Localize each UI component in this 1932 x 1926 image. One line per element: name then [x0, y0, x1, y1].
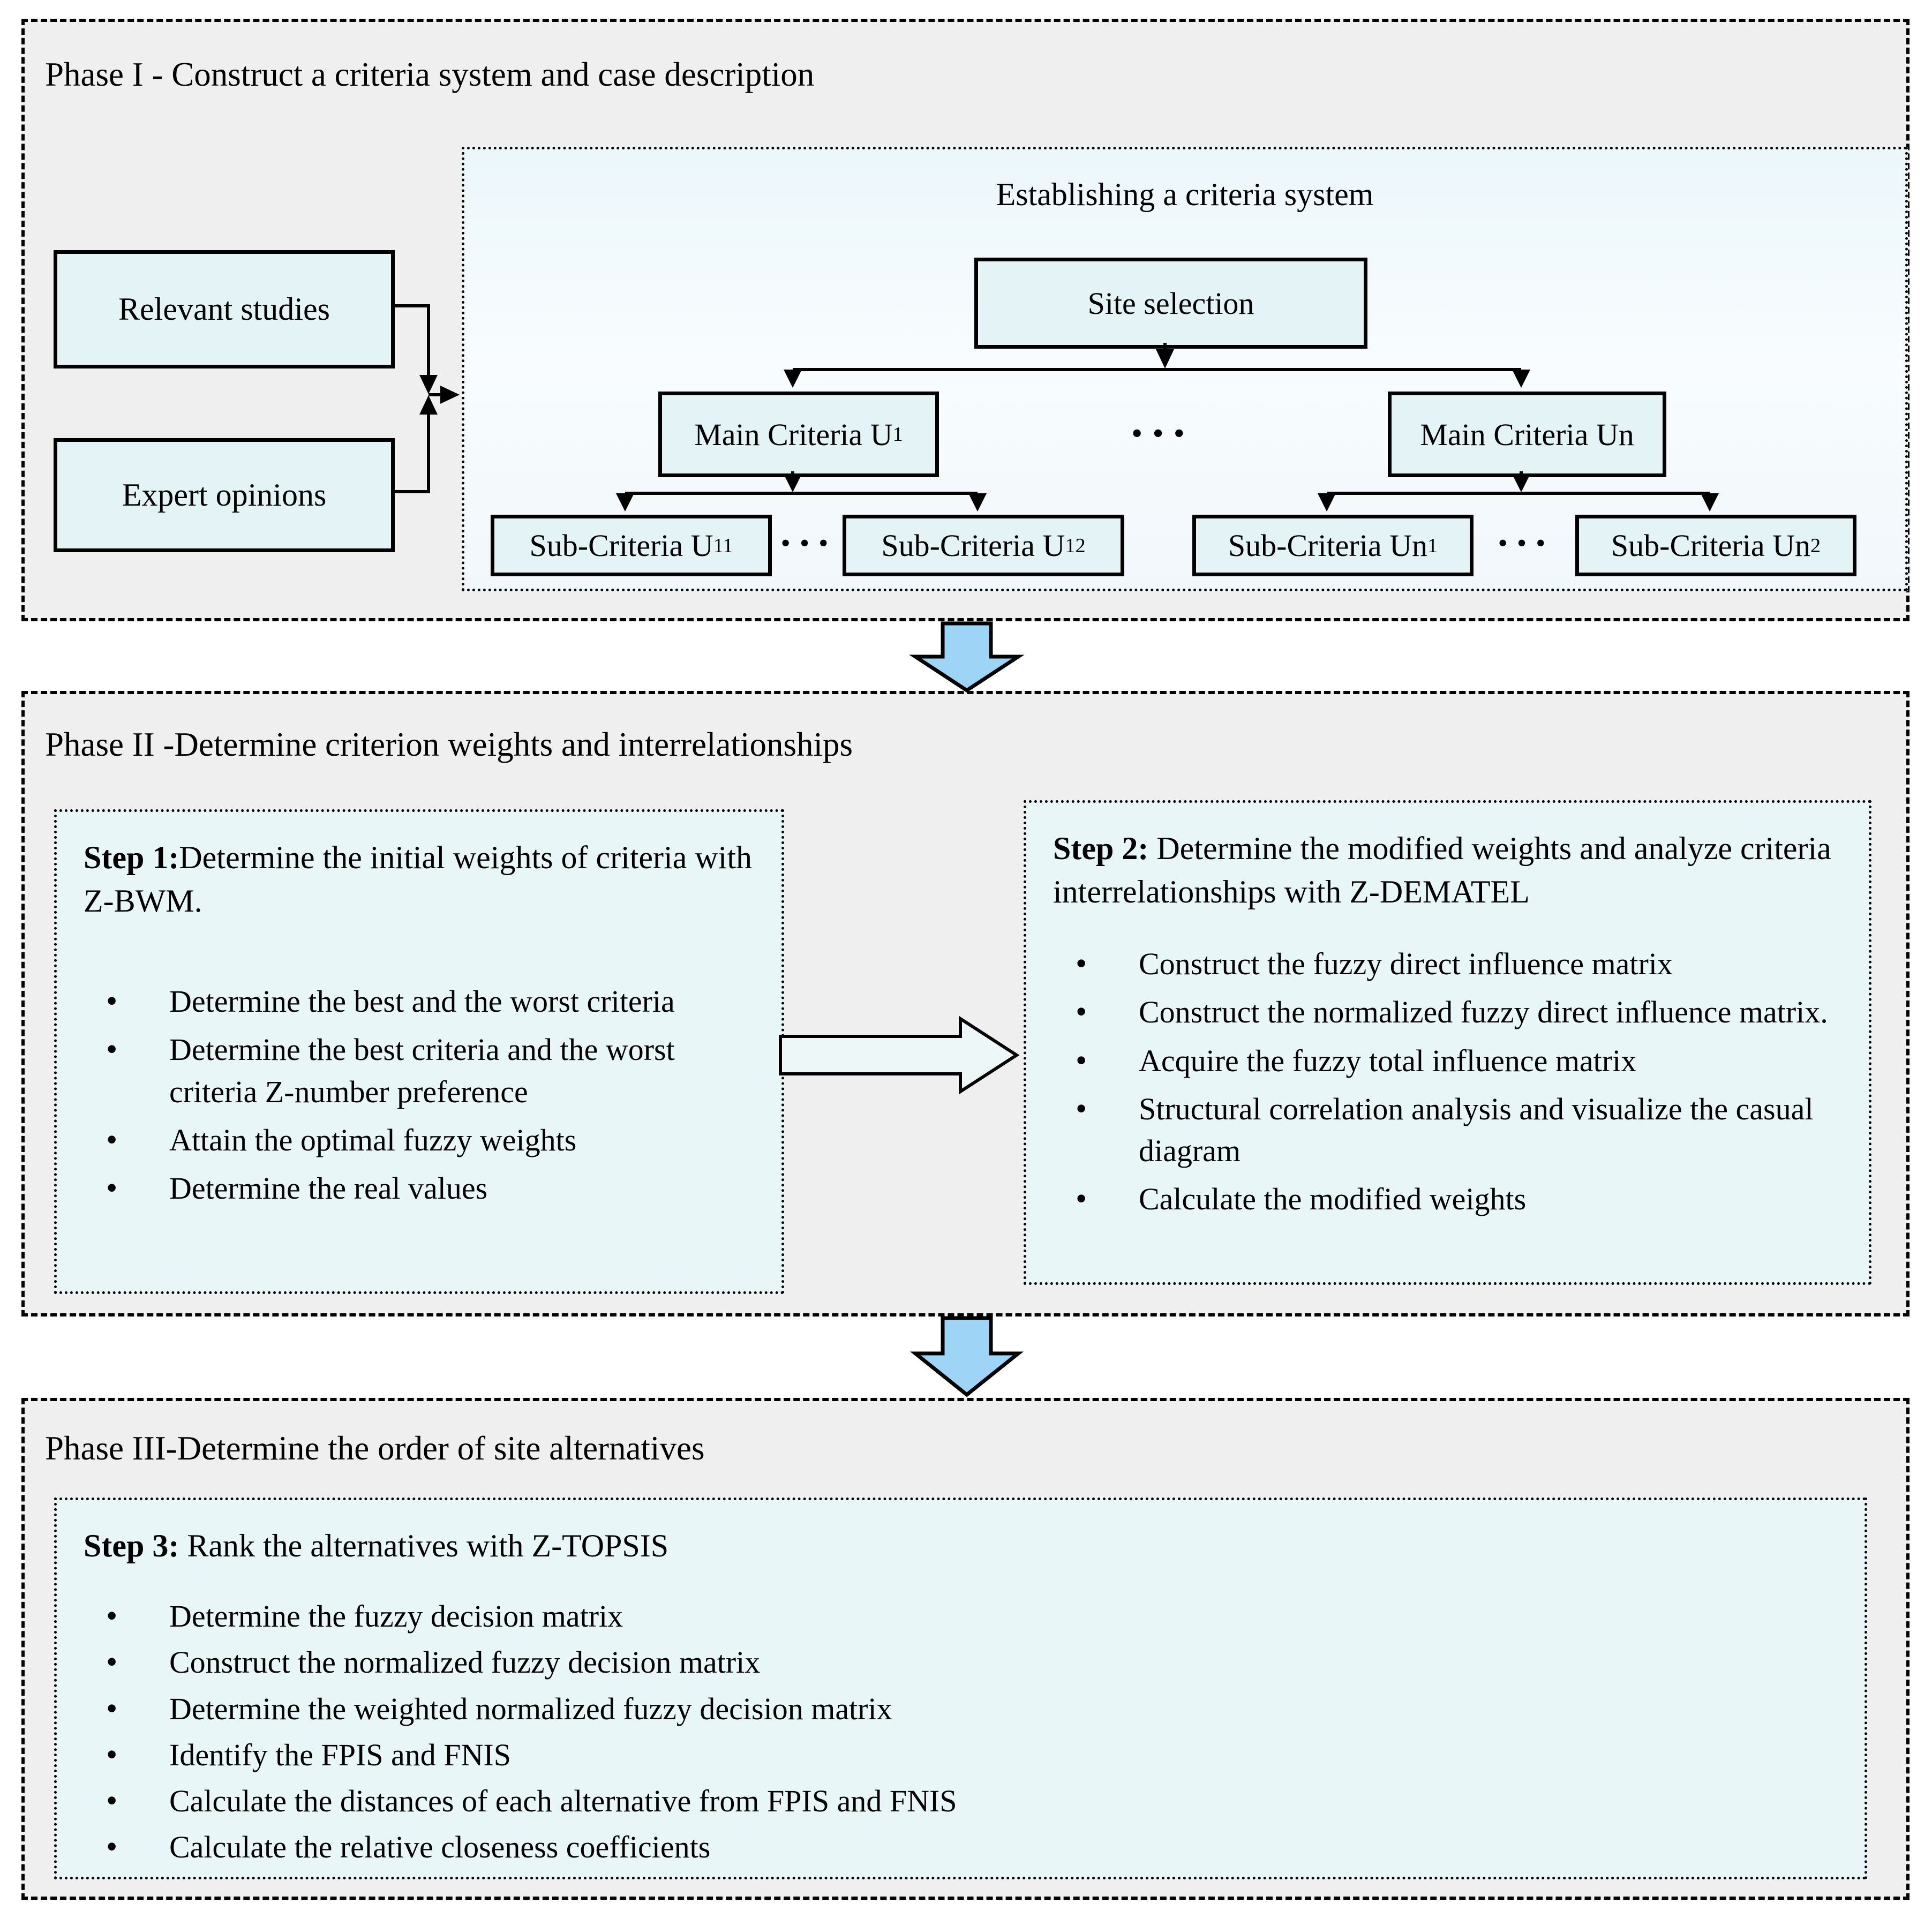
phase1-to-phase2-arrow — [909, 621, 1025, 693]
phase1-title: Phase I - Construct a criteria system an… — [45, 56, 815, 93]
bullet-item: Calculate the relative closeness coeffic… — [84, 1825, 1838, 1870]
step1-box: Step 1:Determine the initial weights of … — [54, 809, 784, 1294]
node-label-sub: 2 — [1810, 534, 1821, 557]
step1-label: Step 1: — [84, 840, 179, 875]
node-label: Site selection — [1087, 285, 1254, 321]
bullet-item: Determine the weighted normalized fuzzy … — [84, 1687, 1838, 1732]
phase1-panel: Phase I - Construct a criteria system an… — [21, 19, 1910, 621]
bullet-item: Determine the real values — [84, 1167, 755, 1211]
step1-header: Step 1:Determine the initial weights of … — [84, 836, 755, 923]
phase3-title: Phase III-Determine the order of site al… — [45, 1430, 705, 1467]
bullet-item: Calculate the modified weights — [1053, 1177, 1842, 1222]
step1-title: Determine the initial weights of criteri… — [84, 840, 753, 919]
phase2-to-phase3-arrow — [910, 1316, 1024, 1397]
ellipsis-sub-left: ··· — [778, 521, 836, 566]
expert-opinions-label: Expert opinions — [122, 477, 327, 513]
step2-bullet-list: Construct the fuzzy direct influence mat… — [1053, 942, 1842, 1222]
node-label: Main Criteria U — [694, 417, 893, 452]
node-site-selection: Site selection — [974, 258, 1367, 349]
node-label: Main Criteria U — [1420, 417, 1619, 452]
relevant-studies-box: Relevant studies — [54, 250, 395, 368]
bullet-item: Calculate the distances of each alternat… — [84, 1779, 1838, 1824]
bullet-item: Attain the optimal fuzzy weights — [84, 1118, 755, 1163]
step3-bullet-list: Determine the fuzzy decision matrix Cons… — [84, 1594, 1838, 1870]
phase2-title: Phase II -Determine criterion weights an… — [45, 726, 853, 763]
bullet-item: Construct the normalized fuzzy decision … — [84, 1641, 1838, 1685]
bullet-item: Structural correlation analysis and visu… — [1053, 1087, 1842, 1172]
step2-title: Determine the modified weights and analy… — [1053, 831, 1831, 909]
step3-label: Step 3: — [84, 1528, 179, 1563]
bullet-item: Acquire the fuzzy total influence matrix — [1053, 1039, 1842, 1084]
ellipsis-sub-right: ··· — [1495, 521, 1553, 566]
step2-label: Step 2: — [1053, 831, 1149, 866]
criteria-system-title: Establishing a criteria system — [996, 177, 1374, 212]
step3-box: Step 3: Rank the alternatives with Z-TOP… — [54, 1498, 1867, 1879]
step3-header: Step 3: Rank the alternatives with Z-TOP… — [84, 1524, 1838, 1568]
bullet-item: Identify the FPIS and FNIS — [84, 1733, 1838, 1778]
phase3-panel: Phase III-Determine the order of site al… — [21, 1398, 1910, 1900]
node-label: Sub-Criteria U — [881, 528, 1065, 563]
ellipsis-main-row: ··· — [1129, 408, 1193, 460]
bullet-item: Determine the best and the worst criteri… — [84, 980, 755, 1024]
step1-bullet-list: Determine the best and the worst criteri… — [84, 980, 755, 1211]
node-label-sub: 11 — [713, 534, 733, 557]
node-label-mid: n — [1794, 528, 1810, 563]
node-label-mid: n — [1411, 528, 1427, 563]
relevant-studies-label: Relevant studies — [118, 291, 330, 327]
node-label: Sub-Criteria U — [1228, 528, 1412, 563]
node-label: Sub-Criteria U — [1611, 528, 1795, 563]
phase2-panel: Phase II -Determine criterion weights an… — [21, 691, 1910, 1316]
bullet-item: Construct the fuzzy direct influence mat… — [1053, 942, 1842, 987]
node-label: Sub-Criteria U — [529, 528, 713, 563]
node-label-sub: 1 — [1427, 534, 1438, 557]
bullet-item: Construct the normalized fuzzy direct in… — [1053, 990, 1842, 1035]
step3-title: Rank the alternatives with Z-TOPSIS — [179, 1528, 669, 1563]
bullet-item: Determine the fuzzy decision matrix — [84, 1594, 1838, 1639]
step2-box: Step 2: Determine the modified weights a… — [1024, 800, 1871, 1285]
criteria-system-panel: Establishing a criteria system Site sele… — [462, 147, 1908, 591]
bullet-item: Determine the best criteria and the wors… — [84, 1028, 755, 1113]
expert-opinions-box: Expert opinions — [54, 438, 395, 552]
node-label-sub: 12 — [1065, 534, 1086, 557]
step2-header: Step 2: Determine the modified weights a… — [1053, 827, 1842, 914]
node-label-sub: 1 — [892, 423, 903, 446]
node-label-mid: n — [1618, 417, 1634, 452]
